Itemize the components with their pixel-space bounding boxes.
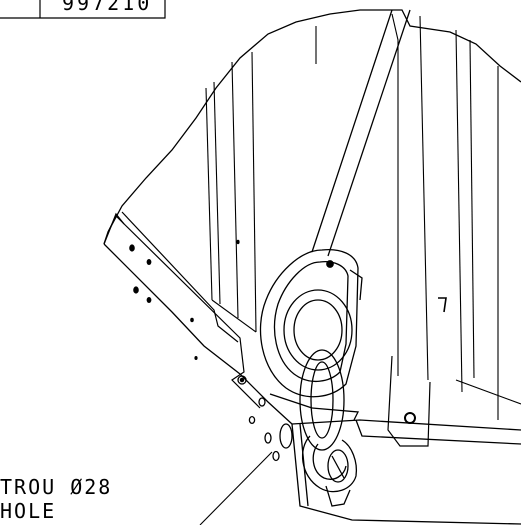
shackle <box>301 435 358 507</box>
callout-line-2: HOLE <box>0 499 56 523</box>
center-ring <box>283 289 353 371</box>
callout-leader <box>199 451 273 525</box>
inner-panels <box>205 13 521 420</box>
title-block: 997210 <box>0 0 166 19</box>
diagonal-rod <box>311 9 411 257</box>
callout-line-1: TROU Ø28 <box>0 475 112 499</box>
right-bracket <box>387 355 431 447</box>
side-plate-holes <box>129 239 240 360</box>
chain-link <box>299 349 345 451</box>
left-side-plate <box>107 211 261 409</box>
frame-silhouette <box>103 9 521 425</box>
panel-mark <box>438 297 447 313</box>
base-corner <box>269 393 521 525</box>
corner-face-holes <box>237 375 293 462</box>
d-ring-handle <box>259 248 363 398</box>
part-number-text: 997210 <box>62 0 152 15</box>
hole-callout: TROU Ø28 HOLE <box>0 475 112 523</box>
